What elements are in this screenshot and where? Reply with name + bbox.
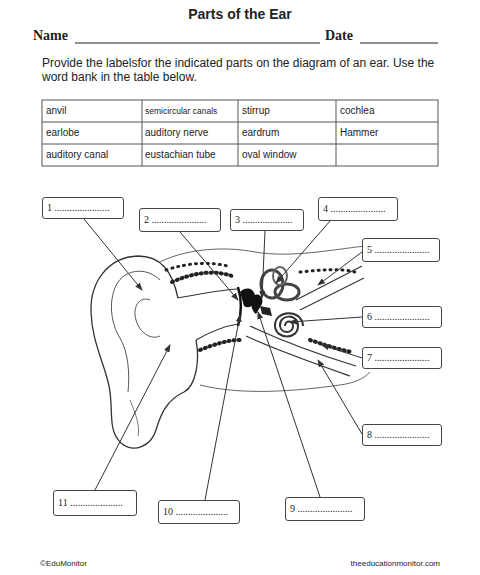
bone-stipple [310, 340, 352, 352]
blank-label: 5 ...................... [367, 239, 430, 261]
leader-arrow [95, 345, 170, 490]
leader-arrow [290, 317, 362, 322]
leader-arrow [180, 232, 238, 300]
table-cell: stirrup [242, 105, 270, 116]
table-cell: Hammer [340, 127, 378, 138]
name-label: Name [33, 28, 68, 44]
blank-label: 1 ...................... [47, 198, 110, 218]
label-box: 7 ...................... [362, 347, 442, 369]
table-cell: auditory canal [46, 149, 108, 160]
label-box: 6 ...................... [362, 306, 442, 328]
date-label: Date [325, 28, 353, 44]
semicircular-canal [273, 267, 287, 285]
cochlea-spiral [275, 313, 303, 336]
label-box: 5 ...................... [362, 238, 440, 262]
leader-arrows [84, 219, 362, 500]
blank-label: 2 ...................... [144, 209, 207, 231]
blank-label: 11 ..................... [58, 491, 123, 515]
table-cell: cochlea [340, 105, 374, 116]
page-title: Parts of the Ear [0, 6, 480, 22]
name-line [75, 43, 320, 44]
canal-wall [178, 289, 238, 298]
blank-label: 7 ...................... [367, 348, 430, 368]
footer-url: theeducationmonitor.com [330, 559, 440, 568]
tube-wall [246, 336, 350, 376]
label-box: 11 ..................... [53, 490, 137, 516]
label-box: 2 ...................... [139, 208, 221, 232]
footer-copyright: ©EduMonitor [40, 559, 87, 568]
ossicle [260, 306, 272, 316]
table-rule [42, 122, 438, 123]
ear-fold [111, 271, 160, 392]
label-box: 1 ...................... [42, 197, 124, 219]
semicircular-canal [275, 284, 299, 300]
table-cell: earlobe [46, 127, 79, 138]
bone-stipple [166, 263, 228, 270]
blank-label: 6 ...................... [367, 307, 430, 327]
label-box: 8 ...................... [362, 424, 442, 446]
tube-wall [250, 326, 356, 366]
leader-arrow [262, 231, 265, 298]
label-box: 4 ...................... [318, 197, 398, 221]
leader-arrow [318, 252, 362, 285]
canal-wall [196, 324, 238, 340]
label-box: 3 .................... [230, 209, 304, 231]
table-rule [238, 100, 239, 166]
leader-arrow [205, 315, 240, 500]
table-cell: semicircular canals [145, 106, 217, 116]
bone-stipple [172, 273, 232, 282]
table-cell: anvil [46, 105, 67, 116]
leader-arrow [258, 312, 320, 497]
label-box: 10 ..................... [158, 500, 240, 524]
ossicle [251, 294, 262, 314]
table-rule [142, 100, 143, 166]
ear-fold [135, 299, 160, 337]
blank-label: 9 ...................... [290, 498, 353, 520]
instructions: Provide the labelsfor the indicated part… [42, 56, 437, 84]
label-box: 9 ...................... [285, 497, 365, 521]
blank-label: 10 ..................... [163, 501, 228, 523]
table-rule [336, 100, 337, 166]
leader-arrow [84, 219, 142, 290]
outer-ear [91, 256, 198, 448]
table-cell: eardrum [242, 127, 279, 138]
leader-arrow [318, 360, 362, 434]
table-cell: eustachian tube [145, 149, 216, 160]
blank-label: 3 .................... [235, 210, 293, 230]
table-rule [42, 144, 438, 145]
leader-arrow [322, 345, 362, 358]
table-cell: auditory nerve [145, 127, 208, 138]
table-border [42, 100, 438, 166]
nerve [300, 278, 364, 310]
blank-label: 4 ...................... [323, 198, 386, 220]
bone-outline [200, 372, 370, 391]
table-cell: oval window [242, 149, 296, 160]
bone-stipple [300, 270, 355, 272]
blank-label: 8 ...................... [367, 425, 430, 445]
date-line [360, 43, 438, 44]
ear-fold [130, 400, 139, 436]
